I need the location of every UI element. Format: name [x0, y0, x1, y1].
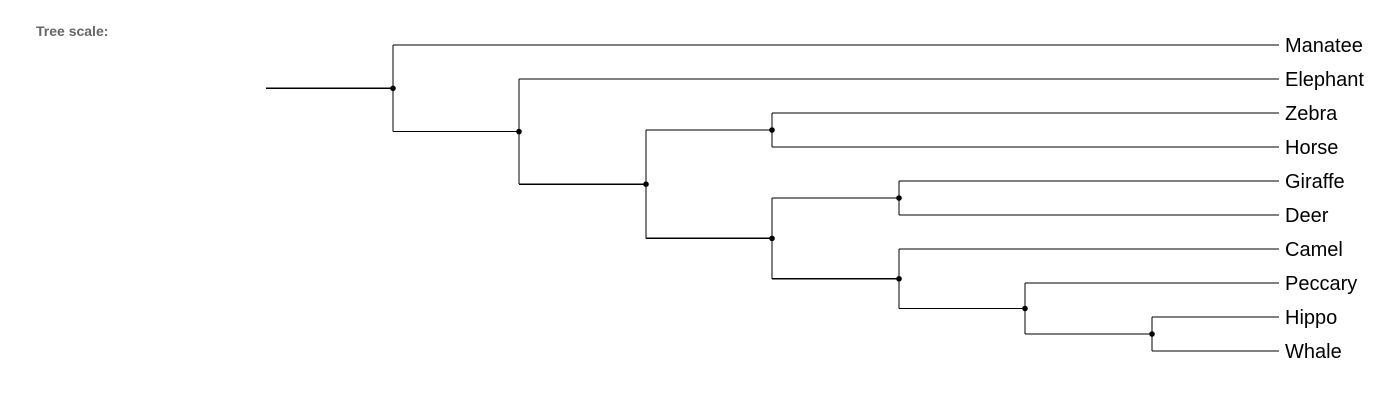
- leaf-label-deer: Deer: [1285, 205, 1329, 227]
- leaf-label-hippo: Hippo: [1285, 307, 1337, 329]
- leaf-label-zebra: Zebra: [1285, 103, 1338, 125]
- leaf-label-whale: Whale: [1285, 341, 1342, 363]
- internal-node-dot: [643, 181, 649, 187]
- internal-node-dot: [896, 275, 902, 282]
- internal-node-dot: [1022, 305, 1028, 312]
- leaf-label-giraffe: Giraffe: [1285, 171, 1345, 193]
- leaf-label-camel: Camel: [1285, 239, 1343, 261]
- tree-labels: ManateeElephantZebraHorseGiraffeDeerCame…: [1285, 35, 1364, 363]
- tree-scale-label: Tree scale:: [36, 23, 109, 39]
- internal-node-dot: [390, 85, 396, 92]
- internal-node-dot: [1149, 331, 1155, 337]
- internal-node-dot: [769, 127, 775, 133]
- leaf-label-manatee: Manatee: [1285, 35, 1363, 57]
- internal-node-dot: [516, 128, 522, 135]
- tree-nodes: [390, 85, 1155, 337]
- internal-node-dot: [769, 235, 775, 242]
- tree-branches: [266, 44, 1279, 352]
- leaf-label-elephant: Elephant: [1285, 69, 1364, 91]
- leaf-label-peccary: Peccary: [1285, 273, 1357, 295]
- leaf-label-horse: Horse: [1285, 137, 1338, 159]
- internal-node-dot: [896, 195, 902, 201]
